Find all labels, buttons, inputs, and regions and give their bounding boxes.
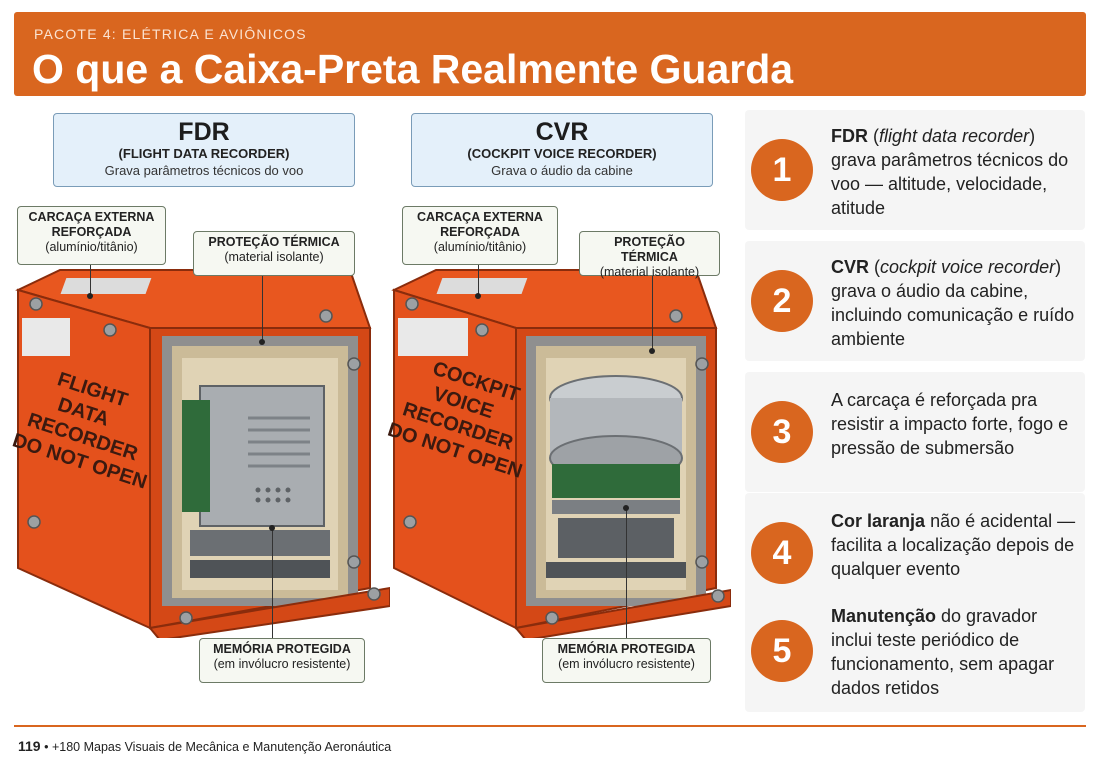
cvr-description: Grava o áudio da cabine [491,163,633,178]
fdr-memory-callout-sub: (em invólucro resistente) [213,657,351,671]
fdr-memory-leader-dot [269,525,275,531]
fdr-header-box: FDR (FLIGHT DATA RECORDER) Grava parâmet… [53,113,355,187]
cvr-title: CVR [535,118,589,146]
footer-divider [14,725,1086,727]
info-card: 4 Cor laranja não é acidental — facilita… [745,493,1085,613]
cvr-memory-leader [626,508,627,638]
fdr-shell-leader-dot [87,293,93,299]
book-title: +180 Mapas Visuais de Mecânica e Manuten… [51,740,392,754]
fdr-thermal-callout-sub: (material isolante) [224,250,324,264]
fdr-memory-callout-title: MEMÓRIA PROTEGIDA [213,642,351,656]
card-body: do gravador inclui teste periódico de fu… [831,606,1055,698]
fdr-thermal-callout: PROTEÇÃO TÉRMICA (material isolante) [193,231,355,276]
cvr-header-box: CVR (COCKPIT VOICE RECORDER) Grava o áud… [411,113,713,187]
card-body: A carcaça é reforçada pra resistir a imp… [831,390,1069,458]
fdr-shell-callout: CARCAÇA EXTERNA REFORÇADA (alumínio/titâ… [17,206,166,265]
page-number: 119 [18,738,41,754]
fdr-title: FDR [178,118,230,146]
card-bold: Cor laranja [831,511,926,531]
card-number-badge: 2 [751,270,813,332]
card-text: A carcaça é reforçada pra resistir a imp… [831,388,1077,460]
card-bold: Manutenção [831,606,937,626]
page-footer: 119 • +180 Mapas Visuais de Mecânica e M… [18,738,391,754]
title-banner: PACOTE 4: ELÉTRICA E AVIÔNICOS O que a C… [14,12,1086,96]
card-text: Cor laranja não é acidental — facilita a… [831,509,1077,581]
cvr-memory-callout-title: MEMÓRIA PROTEGIDA [557,642,696,656]
info-card: 3 A carcaça é reforçada pra resistir a i… [745,372,1085,492]
card-text: CVR (cockpit voice recorder) grava o áud… [831,257,1075,349]
card-number-badge: 5 [751,620,813,682]
fdr-description: Grava parâmetros técnicos do voo [104,163,304,178]
fdr-shell-callout-sub: (alumínio/titânio) [45,240,138,254]
card-bold: FDR [831,126,868,146]
cvr-shell-callout-title: CARCAÇA EXTERNA REFORÇADA [417,210,543,239]
card-body: grava o áudio da cabine, incluindo comun… [831,281,1075,349]
fdr-thermal-callout-title: PROTEÇÃO TÉRMICA [208,235,340,249]
cvr-thermal-callout: PROTEÇÃO TÉRMICA (material isolante) [579,231,720,279]
cvr-shell-leader [478,265,479,295]
cvr-memory-callout: MEMÓRIA PROTEGIDA (em invólucro resisten… [542,638,711,683]
section-kicker: PACOTE 4: ELÉTRICA E AVIÔNICOS [34,26,307,42]
fdr-subtitle: (FLIGHT DATA RECORDER) [118,146,290,161]
cvr-memory-callout-sub: (em invólucro resistente) [558,657,695,671]
card-number-badge: 4 [751,522,813,584]
fdr-memory-callout: MEMÓRIA PROTEGIDA (em invólucro resisten… [199,638,365,683]
footer-bullet: • [44,740,49,754]
card-italic: cockpit voice recorder [880,257,1056,277]
card-text: Manutenção do gravador inclui teste peri… [831,604,1077,700]
card-number-badge: 1 [751,139,813,201]
card-body: não é acidental — facilita a localização… [831,511,1076,579]
fdr-shell-callout-title: CARCAÇA EXTERNA REFORÇADA [28,210,155,239]
card-text: FDR (flight data recorder) grava parâmet… [831,126,1069,218]
cvr-shell-leader-dot [475,293,481,299]
fdr-thermal-leader-dot [259,339,265,345]
cvr-subtitle: (COCKPIT VOICE RECORDER) [467,146,657,161]
info-card: 2 CVR (cockpit voice recorder) grava o á… [745,241,1085,361]
card-italic: flight data recorder [879,126,1030,146]
cvr-thermal-callout-sub: (material isolante) [599,265,700,279]
cvr-thermal-leader [652,276,653,350]
card-bold: CVR [831,257,870,277]
cvr-memory-leader-dot [623,505,629,511]
info-card: 1 FDR (flight data recorder) grava parâm… [745,110,1085,230]
card-body: grava parâmetros técnicos do voo — altit… [831,150,1069,218]
cvr-thermal-callout-title: PROTEÇÃO TÉRMICA [614,235,685,264]
cvr-shell-callout: CARCAÇA EXTERNA REFORÇADA (alumínio/titâ… [402,206,558,265]
cvr-thermal-leader-dot [649,348,655,354]
cvr-shell-callout-sub: (alumínio/titânio) [433,240,527,254]
info-card: 5 Manutenção do gravador inclui teste pe… [745,600,1085,712]
fdr-thermal-leader [262,276,263,341]
page-title: O que a Caixa-Preta Realmente Guarda [32,46,794,92]
fdr-shell-leader [90,265,91,295]
fdr-memory-leader [272,528,273,638]
cvr-recorder-illustration: COCKPIT VOICE RECORDER DO NOT OPEN [386,269,731,638]
card-number-badge: 3 [751,401,813,463]
fdr-recorder-illustration: FLIGHT DATA RECORDER DO NOT OPEN [10,269,390,638]
